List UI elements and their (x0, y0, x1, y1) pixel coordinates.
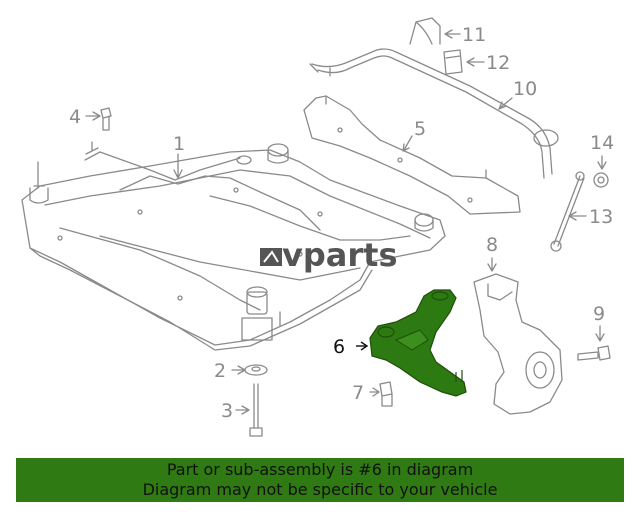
callout-14: 14 (590, 132, 614, 154)
callout-6: 6 (333, 336, 345, 358)
part-info-banner: Part or sub-assembly is #6 in diagram Di… (16, 458, 624, 502)
stabilizer-link-part-13 (550, 171, 585, 252)
callout-4: 4 (69, 106, 81, 128)
callout-8: 8 (486, 234, 498, 256)
callout-5: 5 (414, 118, 426, 140)
steering-knuckle-part-8 (473, 273, 563, 415)
callout-7: 7 (352, 382, 364, 404)
callout-10: 10 (513, 78, 537, 100)
bracket-part-5 (303, 95, 521, 215)
bolt-part-3 (249, 383, 263, 437)
bolt-part-7 (379, 381, 393, 407)
callout-2: 2 (214, 360, 226, 382)
nut-part-14 (593, 172, 609, 188)
stabilizer-bar-part-10 (309, 48, 559, 179)
callout-3: 3 (221, 400, 233, 422)
lower-control-arm-part-6 (356, 289, 467, 397)
parts-diagram: vparts 1 2 3 4 5 6 7 8 9 10 11 12 13 14 (21, 17, 614, 437)
subframe (21, 141, 446, 351)
callout-1: 1 (173, 133, 185, 155)
callout-11: 11 (462, 24, 486, 46)
washer-part-2 (244, 364, 268, 376)
callout-12: 12 (486, 52, 510, 74)
callout-13: 13 (589, 206, 613, 228)
banner-line-part-number: Part or sub-assembly is #6 in diagram (166, 460, 474, 479)
banner-line-disclaimer: Diagram may not be specific to your vehi… (142, 480, 498, 499)
bolt-part-9 (577, 345, 611, 361)
brand-logo-icon (260, 248, 282, 266)
bushing-part-12 (443, 49, 463, 75)
callout-9: 9 (593, 303, 605, 325)
leader-lines (85, 29, 607, 415)
brand-watermark: vparts (260, 236, 397, 274)
brand-logo-text: vparts (282, 236, 397, 274)
clamp-part-11 (409, 17, 441, 45)
bolt-part-4 (100, 107, 112, 131)
